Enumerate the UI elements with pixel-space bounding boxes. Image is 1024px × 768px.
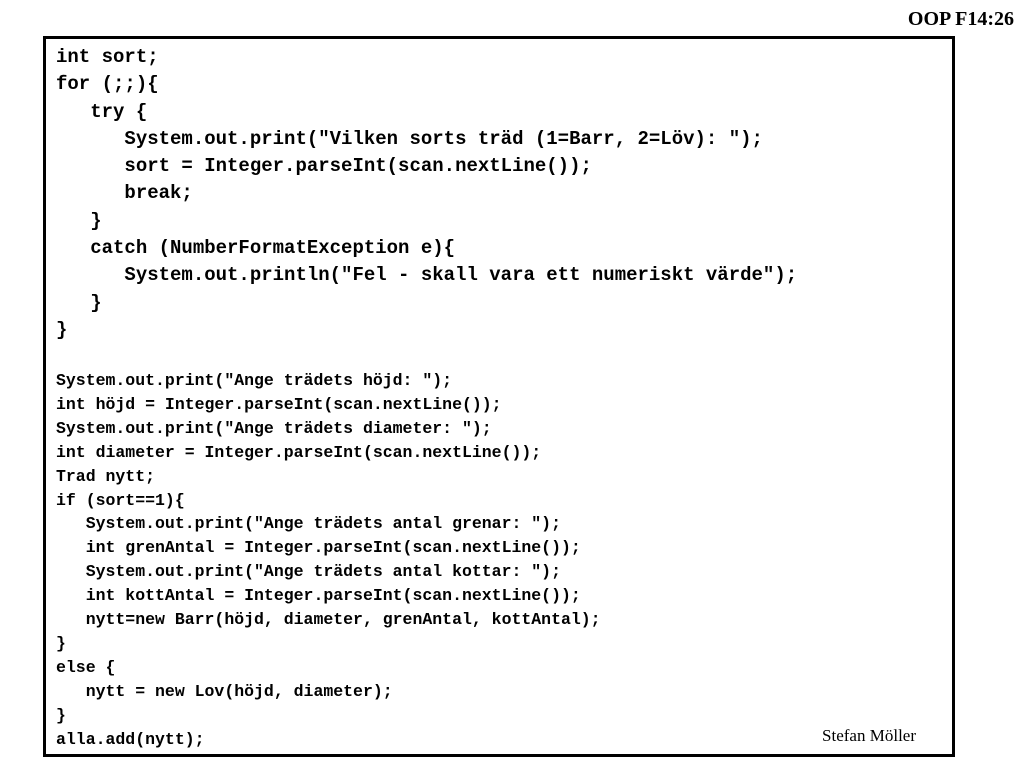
code-line: System.out.print("Ange trädets antal gre… [56,514,561,534]
code-line: nytt = new Lov(höjd, diameter); [56,681,393,701]
code-line: int kottAntal = Integer.parseInt(scan.ne… [56,586,581,606]
code-line: catch (NumberFormatException e){ [56,237,456,260]
code-block-top: int sort; for (;;){ try { System.out.prin… [56,44,797,344]
code-line: System.out.println("Fel - skall vara ett… [56,264,798,287]
code-line: else { [56,657,116,677]
code-line: System.out.print("Vilken sorts träd (1=B… [56,127,763,150]
code-line: sort = Integer.parseInt(scan.nextLine())… [56,155,592,178]
code-line: alla.add(nytt); [56,729,205,749]
code-line: for (;;){ [56,73,159,96]
code-listing-box: int sort; for (;;){ try { System.out.prin… [43,36,955,757]
code-line: System.out.print("Ange trädets höjd: "); [56,371,453,390]
code-line: int höjd = Integer.parseInt(scan.nextLin… [56,394,502,414]
slide-number: OOP F14:26 [907,8,1014,30]
code-line: int sort; [56,46,159,68]
code-line: System.out.print("Ange trädets antal kot… [56,562,561,582]
author-name: Stefan Möller [822,726,916,745]
code-line: } [56,209,102,232]
code-line: } [56,291,102,314]
code-line: break; [56,182,193,205]
code-line: try { [56,100,148,123]
code-line: } [56,318,68,341]
code-line: if (sort==1){ [56,490,185,510]
code-line: nytt=new Barr(höjd, diameter, grenAntal,… [56,610,601,630]
code-line: int diameter = Integer.parseInt(scan.nex… [56,442,542,462]
code-line: int grenAntal = Integer.parseInt(scan.ne… [56,538,581,558]
code-block-bottom: System.out.print("Ange trädets höjd: ");… [56,369,601,752]
code-line: } [56,633,66,653]
code-line: } [56,705,66,725]
code-line: Trad nytt; [56,466,156,486]
code-line: System.out.print("Ange trädets diameter:… [56,418,492,438]
